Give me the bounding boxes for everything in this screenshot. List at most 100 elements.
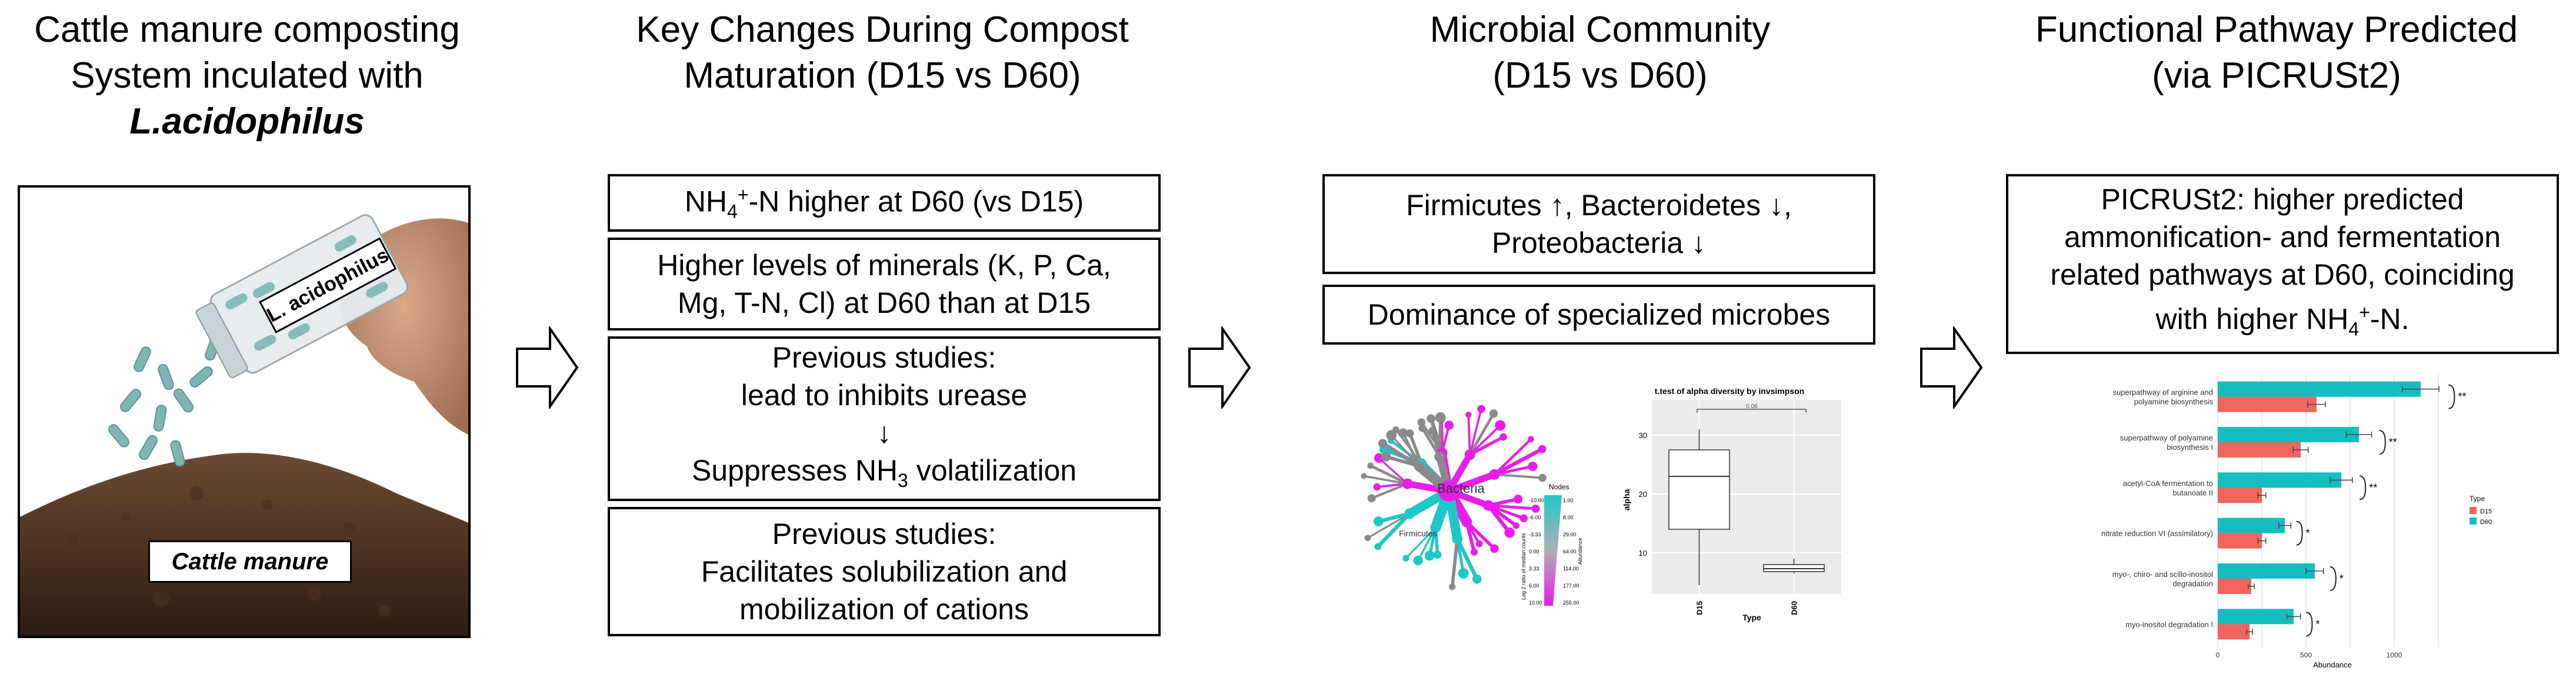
- legend-right-value: 29.00: [1563, 532, 1577, 538]
- column1-title-species: L.acidophilus: [129, 101, 365, 142]
- bar-chart-category-label: butanoate II: [2172, 488, 2213, 497]
- boxplot-significance-bracket: [1697, 409, 1807, 413]
- tree-branch: [1370, 482, 1409, 500]
- picrust-line3: related pathways at D60, coinciding: [2050, 258, 2515, 291]
- tree-node: [1461, 516, 1472, 528]
- legend-left-value: 6.00: [1529, 583, 1539, 589]
- tree-node: [1435, 412, 1446, 423]
- bar-chart-significance-label: *: [2306, 528, 2310, 539]
- bar-chart-bracket: [2448, 384, 2455, 409]
- tree-node: [1490, 544, 1499, 553]
- tree-node: [1367, 462, 1374, 469]
- boxplot-x-label: Type: [1742, 613, 1761, 622]
- bar-d60: [2218, 427, 2359, 442]
- tree-branch: [1467, 413, 1471, 456]
- tree-node: [1428, 426, 1437, 435]
- tree-node: [1404, 508, 1415, 519]
- bar-chart-bars: [2218, 381, 2440, 640]
- tree-node: [1364, 535, 1371, 542]
- cations-line3: mobilization of cations: [739, 593, 1029, 626]
- tree-node: [1424, 550, 1435, 561]
- capsule-bottle: L. acidophilus: [195, 214, 409, 379]
- bar-chart-category-label: acetyl-CoA fermentation to: [2123, 479, 2213, 488]
- boxplot-y-tick: 10: [1639, 549, 1647, 558]
- column2-title-line2: Maturation (D15 vs D60): [684, 55, 1081, 96]
- column1-title-line2: System inculated with: [71, 55, 424, 96]
- specialized-microbes-box: Dominance of specialized microbes: [1322, 285, 1875, 345]
- bar-chart-significance: *********: [2296, 384, 2466, 637]
- bar-d60: [2218, 381, 2421, 397]
- bar-chart-bracket: [2330, 566, 2337, 591]
- boxplot-x-tick: D60: [1790, 601, 1799, 615]
- legend-right-value: 64.00: [1563, 549, 1577, 555]
- bar-chart-x-label: Abundance: [2313, 660, 2352, 669]
- tree-node: [1483, 500, 1494, 511]
- urease-line2: lead to inhibits urease: [741, 378, 1028, 412]
- legend-right-value: 1.00: [1563, 498, 1574, 503]
- tree-branch: [1486, 503, 1512, 535]
- boxplot-title: t.test of alpha diversity by invsimpson: [1655, 386, 1804, 396]
- tree-node: [1374, 453, 1384, 463]
- bar-chart-bracket: [2306, 612, 2313, 637]
- tree-node: [1433, 550, 1442, 559]
- picrust-line2: ammonification- and fermentation: [2064, 220, 2501, 253]
- cations-line2: Facilitates solubilization and: [701, 555, 1068, 588]
- tree-branch: [1408, 432, 1424, 466]
- boxplot-box: [1668, 449, 1730, 530]
- arrow-right-icon: [1920, 326, 1983, 409]
- boxplot-x-tick: D15: [1695, 601, 1704, 615]
- tree-node: [1477, 405, 1485, 413]
- legend-right-value: 114.00: [1563, 566, 1579, 572]
- falling-capsules: [108, 334, 221, 467]
- minerals-line1: Higher levels of minerals (K, P, Ca,: [657, 249, 1111, 282]
- urease-line4: Suppresses NH3 volatilization: [691, 453, 1077, 491]
- bar-d15: [2218, 533, 2262, 549]
- bar-chart-significance-label: **: [2458, 391, 2466, 403]
- tree-node: [1381, 452, 1391, 462]
- bar-d15: [2218, 624, 2250, 640]
- tree-node: [1531, 505, 1540, 513]
- tree-node: [1470, 548, 1478, 556]
- bar-chart-category-label: myo-inositol degradation I: [2125, 620, 2213, 629]
- tree-node: [1367, 494, 1376, 503]
- column1-title-line1: Cattle manure composting: [34, 9, 460, 50]
- legend-right-label: Abundance: [1577, 538, 1583, 565]
- heat-tree: Bacteria Firmicutes: [1361, 405, 1547, 590]
- arrow-right-icon: [1188, 326, 1251, 409]
- phyla-line2: Proteobacteria ↓: [1491, 226, 1707, 259]
- bar-chart-bracket: [2379, 430, 2386, 455]
- urease-box: Previous studies: lead to inhibits ureas…: [608, 336, 1161, 501]
- tree-branch: [1465, 520, 1497, 550]
- column1-title: Cattle manure composting System inculate…: [0, 7, 494, 145]
- bar-chart-legend-label: D15: [2480, 508, 2492, 515]
- tree-node: [1475, 540, 1483, 548]
- heat-tree-legend: Nodes -10.00-6.00-3.330.003.336.0010.00 …: [1521, 483, 1583, 606]
- bar-d15: [2218, 396, 2317, 412]
- bar-chart-significance-label: **: [2389, 436, 2397, 448]
- tree-root-node: [1438, 480, 1459, 502]
- urease-line1: Previous studies:: [772, 340, 997, 374]
- column4-title-line1: Functional Pathway Predicted: [2035, 9, 2518, 50]
- tree-node: [1489, 409, 1498, 418]
- tree-branch: [1469, 408, 1482, 456]
- bar-chart-x-tick: 1000: [2387, 651, 2402, 659]
- tree-branch: [1417, 526, 1437, 562]
- column4-title-line2: (via PICRUSt2): [2152, 55, 2401, 96]
- bar-d15: [2218, 579, 2251, 594]
- tree-node: [1414, 460, 1425, 472]
- tree-node: [1465, 412, 1472, 418]
- tree-branch: [1493, 465, 1534, 476]
- tree-node: [1378, 439, 1387, 448]
- down-arrow-icon: ↓: [877, 416, 892, 449]
- arrow-right-icon: [516, 326, 579, 409]
- bar-d15: [2218, 442, 2301, 458]
- tree-branch: [1380, 441, 1421, 469]
- tree-node: [1458, 568, 1469, 579]
- bar-d60: [2218, 472, 2341, 488]
- tree-node: [1413, 555, 1423, 566]
- bar-chart-category-label: superpathway of arginine and: [2112, 388, 2213, 397]
- minerals-line2: Mg, T-N, Cl) at D60 than at D15: [677, 286, 1091, 319]
